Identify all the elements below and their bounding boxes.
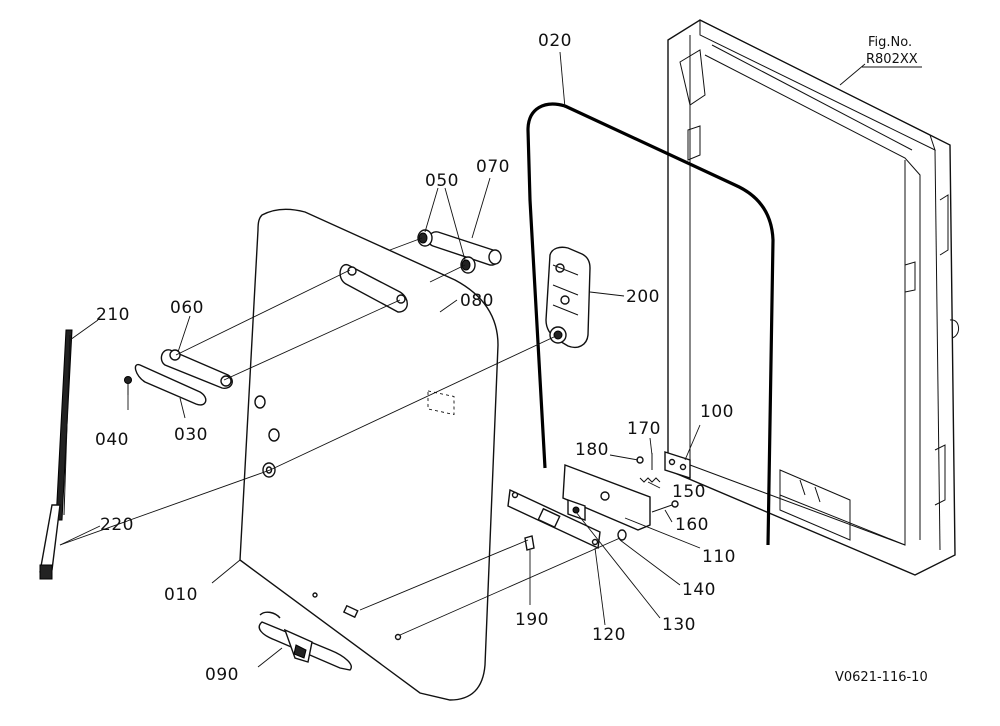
fig-no-value: R802XX	[866, 52, 918, 67]
leader-lines	[59, 51, 866, 668]
panel-slot	[342, 604, 359, 619]
handle-030	[134, 349, 233, 406]
label-100: 100	[700, 402, 734, 422]
label-070: 070	[476, 157, 510, 177]
slot-hole	[396, 294, 406, 304]
label-050: 050	[425, 171, 459, 191]
panel-hole-small	[312, 592, 318, 598]
alignment-lines	[59, 237, 621, 636]
label-140: 140	[682, 580, 716, 600]
wiper-motor-200	[545, 246, 591, 349]
panel-hole	[254, 395, 266, 409]
label-160: 160	[675, 515, 709, 535]
door-glass-panel-010	[239, 208, 499, 701]
label-150: 150	[672, 482, 706, 502]
catch-100	[664, 451, 691, 479]
wiper-blade-210	[55, 329, 73, 521]
seal-020	[526, 102, 775, 546]
label-220: 220	[100, 515, 134, 535]
panel-hole-small	[394, 633, 402, 641]
label-170: 170	[627, 419, 661, 439]
handle-090	[258, 611, 352, 671]
label-010: 010	[164, 585, 198, 605]
cab-frame	[667, 19, 959, 576]
label-210: 210	[96, 305, 130, 325]
spacer-140	[617, 529, 627, 541]
label-030: 030	[174, 425, 208, 445]
label-190: 190	[515, 610, 549, 630]
label-180: 180	[575, 440, 609, 460]
label-120: 120	[592, 625, 626, 645]
bolt-160	[651, 500, 679, 513]
sticker-080	[427, 390, 455, 416]
bush-bar-assembly-070	[417, 229, 502, 274]
spring-150	[639, 477, 661, 483]
wiper-arm-220	[39, 504, 61, 580]
screw-190	[524, 535, 535, 551]
fig-no-label: Fig.No.	[868, 35, 912, 50]
panel-hole	[268, 428, 280, 442]
block-130	[567, 499, 586, 521]
slot-hole	[347, 266, 357, 276]
label-110: 110	[702, 547, 736, 567]
label-020: 020	[538, 31, 572, 51]
label-130: 130	[662, 615, 696, 635]
label-090: 090	[205, 665, 239, 685]
label-040: 040	[95, 430, 129, 450]
label-080: 080	[460, 291, 494, 311]
label-060: 060	[170, 298, 204, 318]
drawing-code: V0621-116-10	[835, 670, 928, 685]
latch-plate-110	[562, 464, 651, 531]
label-200: 200	[626, 287, 660, 307]
